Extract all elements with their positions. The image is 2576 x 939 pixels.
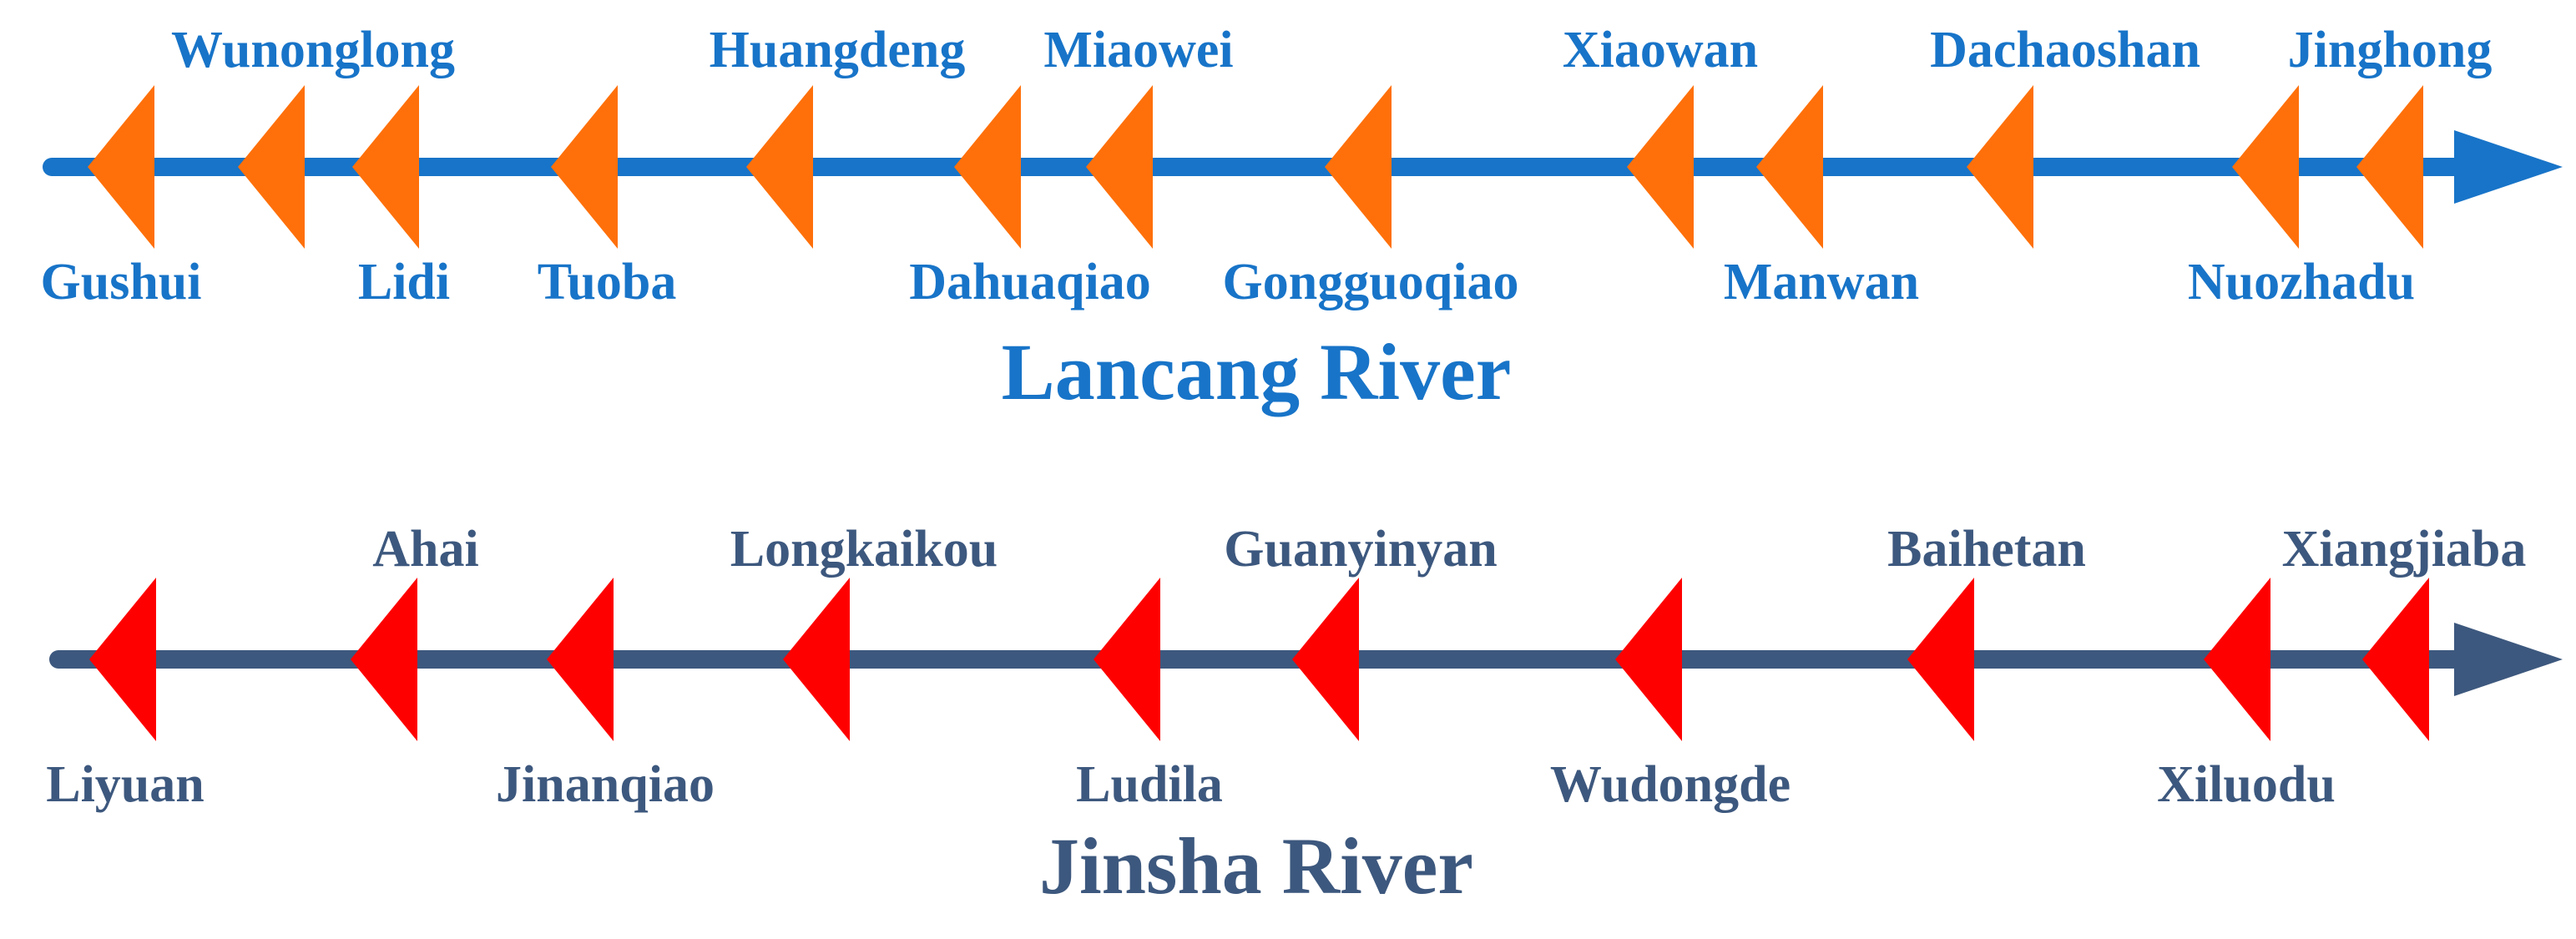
- station-marker-icon: [1094, 578, 1160, 741]
- station-marker-icon: [1292, 578, 1359, 741]
- station-label-tuoba: Tuoba: [538, 254, 677, 310]
- station-label-wudongde: Wudongde: [1550, 756, 1791, 813]
- station-marker-icon: [89, 578, 156, 741]
- station-marker-icon: [1756, 85, 1823, 249]
- station-label-gushui: Gushui: [40, 254, 201, 310]
- station-marker-icon: [2362, 578, 2429, 741]
- river-title-lancang: Lancang River: [1002, 327, 1512, 416]
- station-label-manwan: Manwan: [1724, 254, 1919, 310]
- station-label-dachaoshan: Dachaoshan: [1930, 22, 2200, 78]
- station-label-jinanqiao: Jinanqiao: [496, 756, 715, 813]
- station-label-xiaowan: Xiaowan: [1563, 22, 1758, 78]
- station-marker-icon: [954, 85, 1021, 249]
- station-label-xiluodu: Xiluodu: [2157, 756, 2336, 813]
- station-marker-icon: [1615, 578, 1682, 741]
- station-label-jinghong: Jinghong: [2288, 22, 2493, 78]
- station-label-miaowei: Miaowei: [1043, 22, 1233, 78]
- station-label-longkaikou: Longkaikou: [730, 521, 998, 578]
- station-marker-icon: [551, 85, 618, 249]
- station-label-liyuan: Liyuan: [46, 756, 205, 813]
- station-marker-icon: [746, 85, 813, 249]
- station-label-gongguoqiao: Gongguoqiao: [1223, 254, 1519, 310]
- jinsha-flow-arrowhead-icon: [2454, 623, 2563, 696]
- station-label-ludila: Ludila: [1076, 756, 1223, 813]
- station-marker-icon: [547, 578, 614, 741]
- station-marker-icon: [352, 85, 419, 249]
- station-marker-icon: [1325, 85, 1392, 249]
- station-marker-icon: [1086, 85, 1153, 249]
- river-title-jinsha: Jinsha River: [1039, 821, 1473, 911]
- station-label-wunonglong: Wunonglong: [171, 22, 455, 78]
- station-marker-icon: [2232, 85, 2299, 249]
- station-label-lidi: Lidi: [358, 254, 450, 310]
- station-marker-icon: [783, 578, 850, 741]
- station-marker-icon: [238, 85, 305, 249]
- station-marker-icon: [2204, 578, 2270, 741]
- lancang-flow-arrowhead-icon: [2454, 130, 2563, 204]
- station-label-huangdeng: Huangdeng: [710, 22, 966, 78]
- station-marker-icon: [1967, 85, 2033, 249]
- station-label-dahuaqiao: Dahuaqiao: [909, 254, 1150, 310]
- station-marker-icon: [88, 85, 154, 249]
- station-marker-icon: [351, 578, 417, 741]
- station-label-baihetan: Baihetan: [1887, 521, 2086, 578]
- station-label-xiangjiaba: Xiangjiaba: [2282, 521, 2527, 578]
- station-marker-icon: [2356, 85, 2423, 249]
- station-marker-icon: [1627, 85, 1694, 249]
- station-marker-icon: [1907, 578, 1974, 741]
- station-label-nuozhadu: Nuozhadu: [2188, 254, 2415, 310]
- station-label-ahai: Ahai: [372, 521, 478, 578]
- station-label-guanyinyan: Guanyinyan: [1224, 521, 1497, 578]
